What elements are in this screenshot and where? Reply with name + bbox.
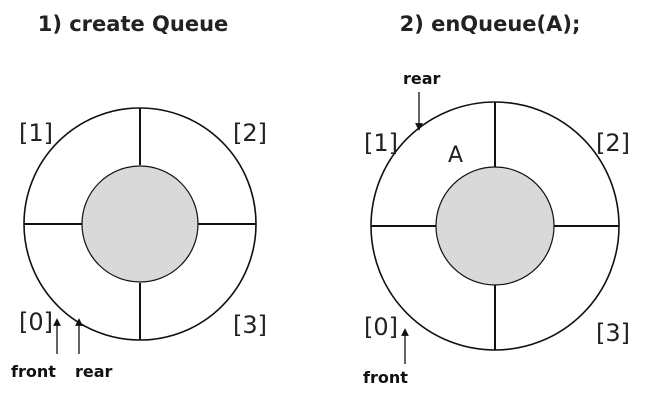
panel-title: 1) create Queue: [38, 12, 229, 36]
slot-index-1: [1]: [364, 129, 398, 157]
slot-index-3: [3]: [596, 319, 630, 347]
slot-index-1: [1]: [19, 119, 53, 147]
slot-index-2: [2]: [233, 119, 267, 147]
queue-hub: [435, 166, 555, 286]
front-pointer-label: front: [363, 368, 408, 387]
slot-value-1: A: [448, 143, 463, 168]
queue-hub: [81, 165, 199, 283]
slot-index-0: [0]: [364, 313, 398, 341]
slot-index-2: [2]: [596, 129, 630, 157]
rear-pointer-label: rear: [75, 362, 113, 381]
panel-title: 2) enQueue(A);: [400, 12, 581, 36]
panel-enqueue-a: 2) enQueue(A); A [1] [2] [0] [3] rear fr…: [363, 12, 630, 387]
panel-create-queue: 1) create Queue [1] [2] [0] [3] front re…: [11, 12, 267, 381]
front-pointer-label: front: [11, 362, 56, 381]
slot-index-3: [3]: [233, 311, 267, 339]
slot-index-0: [0]: [19, 308, 53, 336]
rear-pointer-label: rear: [403, 69, 441, 88]
